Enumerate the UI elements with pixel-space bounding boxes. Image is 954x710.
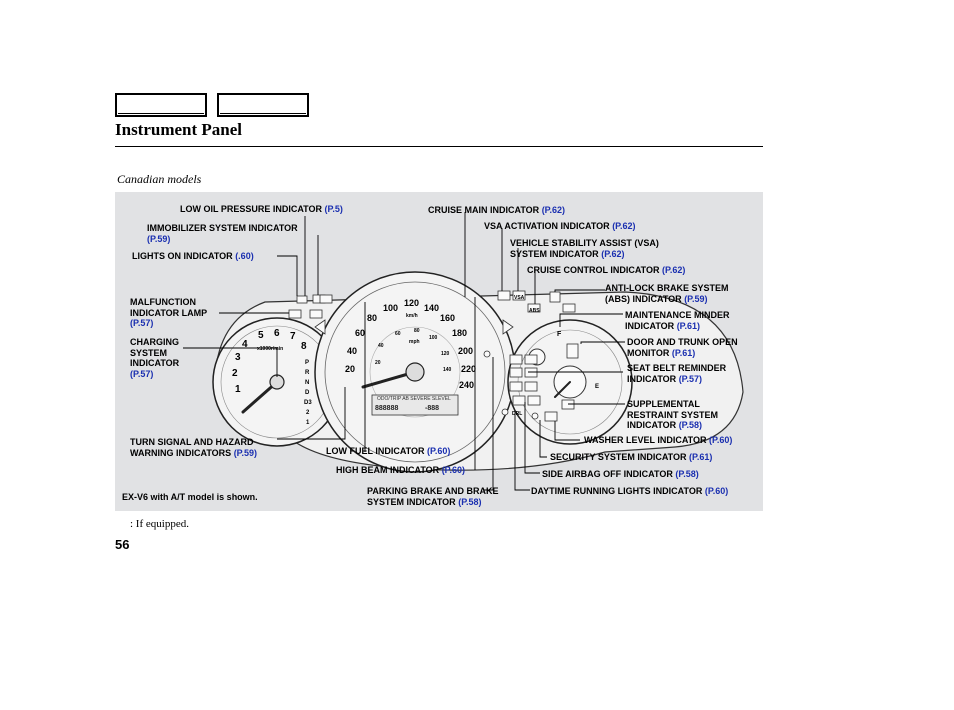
leader-lines xyxy=(183,212,625,491)
page-number: 56 xyxy=(115,537,130,552)
abs-badge: ABS xyxy=(529,308,540,314)
label-lights-on: LIGHTS ON INDICATOR (.60) xyxy=(132,251,254,261)
speed-kmh-100: 100 xyxy=(383,303,399,313)
tach-tick-3: 3 xyxy=(235,352,241,363)
drl-badge: DRL xyxy=(512,411,523,417)
speed-kmh-80: 80 xyxy=(367,313,378,323)
door-monitor-lamp xyxy=(566,343,579,359)
speed-kmh-120: 120 xyxy=(404,298,420,308)
label-vsa-activation: VSA ACTIVATION INDICATOR (P.62) xyxy=(484,221,636,231)
label-cruise-control: CRUISE CONTROL INDICATOR (P.62) xyxy=(527,265,686,275)
odometer-display xyxy=(371,394,459,416)
gear-p: P xyxy=(305,360,310,366)
speed-mph-140: 140 xyxy=(443,367,452,373)
speed-mph-40: 40 xyxy=(378,343,384,349)
tach-tick-5: 5 xyxy=(258,330,264,341)
speed-kmh-240: 240 xyxy=(459,380,475,390)
header-tab-2 xyxy=(217,93,309,117)
trip-value: -888 xyxy=(425,405,439,412)
label-door-trunk: DOOR AND TRUNK OPEN MONITOR (P.61) xyxy=(627,337,738,358)
label-side-airbag-off: SIDE AIRBAG OFF INDICATOR (P.58) xyxy=(542,469,699,479)
speed-mph-20: 20 xyxy=(375,360,381,366)
speed-unit-kmh: km/h xyxy=(406,313,418,319)
fuel-empty-mark: E xyxy=(595,384,600,390)
speed-kmh-180: 180 xyxy=(452,328,468,338)
label-cruise-main: CRUISE MAIN INDICATOR (P.62) xyxy=(428,205,566,215)
tach-tick-2: 2 xyxy=(232,368,238,379)
speed-kmh-40: 40 xyxy=(347,346,358,356)
title-rule xyxy=(115,146,763,147)
speed-mph-120: 120 xyxy=(441,351,450,357)
label-high-beam: HIGH BEAM INDICATOR (P.60) xyxy=(336,465,466,475)
gear-1: 1 xyxy=(306,420,310,426)
tach-unit: x1000r/min xyxy=(257,346,284,352)
speed-mph-100: 100 xyxy=(429,335,438,341)
footnote: : If equipped. xyxy=(130,518,189,530)
tach-tick-6: 6 xyxy=(274,328,280,339)
label-low-fuel: LOW FUEL INDICATOR (P.60) xyxy=(326,446,451,456)
speed-mph-80: 80 xyxy=(414,328,420,334)
tach-tick-4: 4 xyxy=(242,339,248,350)
label-drl: DAYTIME RUNNING LIGHTS INDICATOR (P.60) xyxy=(531,486,729,496)
odometer-value: 888888 xyxy=(375,405,398,412)
page-subtitle: Canadian models xyxy=(117,172,202,186)
tach-tick-7: 7 xyxy=(290,331,296,342)
speed-kmh-160: 160 xyxy=(440,313,456,323)
label-security-system: SECURITY SYSTEM INDICATOR (P.61) xyxy=(550,452,713,462)
gear-n: N xyxy=(305,380,310,386)
label-charging-system: CHARGING SYSTEM INDICATOR(P.57) xyxy=(130,337,180,379)
fuel-needle xyxy=(554,381,571,398)
label-malfunction-lamp: MALFUNCTION INDICATOR LAMP(P.57) xyxy=(130,297,208,328)
label-washer-level: WASHER LEVEL INDICATOR (P.60) xyxy=(584,435,733,445)
fuel-full-mark: F xyxy=(557,331,562,338)
model-note: EX-V6 with A/T model is shown. xyxy=(122,492,258,502)
label-turn-signal: TURN SIGNAL AND HAZARD WARNING INDICATOR… xyxy=(130,437,258,458)
vsa-badge: VSA xyxy=(514,295,525,301)
speed-kmh-60: 60 xyxy=(355,328,366,338)
speed-kmh-220: 220 xyxy=(461,364,477,374)
instrument-cluster-illustration: ODO/TRIP AB SEVERE SLEVEL 888888 -888 xyxy=(212,271,744,473)
gear-2: 2 xyxy=(306,410,310,416)
label-immobilizer: IMMOBILIZER SYSTEM INDICATOR(P.59) xyxy=(147,223,298,244)
label-low-oil-pressure: LOW OIL PRESSURE INDICATOR (P.5) xyxy=(180,204,343,214)
speed-mph-60: 60 xyxy=(395,331,401,337)
gear-d: D xyxy=(305,390,310,396)
header-tab-1 xyxy=(115,93,207,117)
speed-unit-mph: mph xyxy=(409,339,420,345)
gear-r: R xyxy=(305,370,310,376)
gear-d3: D3 xyxy=(304,400,312,406)
tach-tick-1: 1 xyxy=(235,384,241,395)
instrument-panel-figure: ODO/TRIP AB SEVERE SLEVEL 888888 -888 1 … xyxy=(115,192,763,511)
label-srs: SUPPLEMENTAL RESTRAINT SYSTEM INDICATOR … xyxy=(627,399,719,430)
label-vsa-system: VEHICLE STABILITY ASSIST (VSA) SYSTEM IN… xyxy=(510,238,659,259)
label-abs: ANTI-LOCK BRAKE SYSTEM (ABS) INDICATOR (… xyxy=(605,283,729,304)
odometer-caption: ODO/TRIP AB SEVERE SLEVEL xyxy=(377,396,451,402)
tach-tick-8: 8 xyxy=(301,341,307,352)
page-title: Instrument Panel xyxy=(115,120,243,139)
speed-kmh-200: 200 xyxy=(458,346,474,356)
speed-kmh-140: 140 xyxy=(424,303,440,313)
label-seat-belt: SEAT BELT REMINDER INDICATOR (P.57) xyxy=(627,363,727,384)
speed-kmh-20: 20 xyxy=(345,364,356,374)
label-parking-brake: PARKING BRAKE AND BRAKE SYSTEM INDICATOR… xyxy=(367,486,499,507)
label-maintenance-minder: MAINTENANCE MINDER INDICATOR (P.61) xyxy=(625,310,730,331)
indicator-lamps xyxy=(288,290,576,422)
